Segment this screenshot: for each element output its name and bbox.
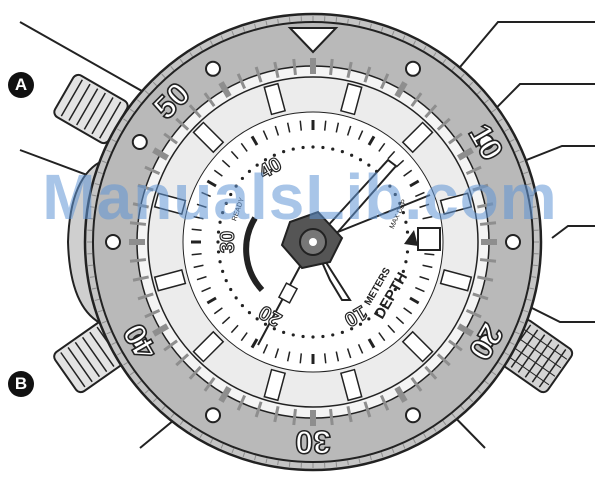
bezel-screw	[406, 62, 420, 76]
minute-track-mark	[300, 121, 301, 131]
callout-line-6	[552, 226, 595, 238]
bezel-minute-mark	[130, 260, 146, 262]
bezel-notch	[88, 218, 93, 219]
inner-dot	[341, 150, 344, 153]
inner-dot	[404, 221, 407, 224]
inner-dot	[350, 154, 353, 157]
inner-dot	[301, 335, 304, 338]
bezel-notch	[88, 265, 93, 266]
inner-dot	[221, 211, 224, 214]
bezel-minute-mark	[294, 59, 296, 75]
inner-dot	[225, 202, 228, 205]
minute-track-mark	[325, 121, 326, 131]
bezel-notch	[289, 17, 290, 22]
inner-dot	[235, 296, 238, 299]
minute-track-mark	[424, 254, 434, 255]
bezel-minute-mark	[331, 59, 333, 75]
inner-dot	[388, 185, 391, 188]
subdial-number: 30	[217, 231, 239, 253]
inner-dot	[221, 270, 224, 273]
inner-dot	[406, 230, 409, 233]
inner-dot	[301, 146, 304, 149]
inner-dot	[248, 311, 251, 314]
inner-dot	[321, 335, 324, 338]
inner-dot	[218, 260, 221, 263]
inner-dot	[367, 164, 370, 167]
bezel-screw	[206, 62, 220, 76]
inner-dot	[311, 145, 314, 148]
bezel-minute-mark	[294, 409, 296, 425]
bezel-screw	[406, 408, 420, 422]
inner-dot	[229, 193, 232, 196]
inner-dot	[359, 158, 362, 161]
bezel-numeral: 30	[295, 424, 331, 460]
inner-dot	[292, 333, 295, 336]
minute-track-mark	[300, 353, 301, 363]
bezel-notch	[336, 462, 337, 467]
date-window	[418, 228, 440, 250]
inner-dot	[311, 335, 314, 338]
inner-dot	[241, 304, 244, 307]
minute-track-mark	[192, 229, 202, 230]
marker-a: A	[8, 72, 34, 98]
minute-track-mark	[192, 254, 202, 255]
bezel-minute-mark	[480, 223, 496, 225]
inner-dot	[404, 260, 407, 263]
bezel-screw	[106, 235, 120, 249]
inner-dot	[241, 177, 244, 180]
bezel-screw	[206, 408, 220, 422]
bezel-minute-mark	[130, 223, 146, 225]
inner-dot	[406, 250, 409, 253]
inner-dot	[341, 331, 344, 334]
inner-dot	[321, 146, 324, 149]
inner-dot	[402, 270, 405, 273]
marker-b: B	[8, 371, 34, 397]
center-pinion-cap	[309, 238, 317, 246]
bezel-minute-mark	[480, 260, 496, 262]
inner-dot	[292, 147, 295, 150]
inner-dot	[248, 170, 251, 173]
inner-dot	[394, 193, 397, 196]
bezel-notch	[336, 17, 337, 22]
inner-dot	[225, 279, 228, 282]
inner-dot	[282, 150, 285, 153]
bezel-notch	[533, 218, 538, 219]
inner-dot	[331, 147, 334, 150]
inner-dot	[218, 221, 221, 224]
inner-dot	[282, 331, 285, 334]
bezel-screw	[506, 235, 520, 249]
inner-dot	[235, 185, 238, 188]
bezel-notch	[289, 462, 290, 467]
bezel-minute-mark	[331, 409, 333, 425]
bezel-notch	[533, 265, 538, 266]
minute-track-mark	[325, 353, 326, 363]
inner-dot	[229, 288, 232, 291]
inner-dot	[331, 333, 334, 336]
bezel-screw	[133, 135, 147, 149]
